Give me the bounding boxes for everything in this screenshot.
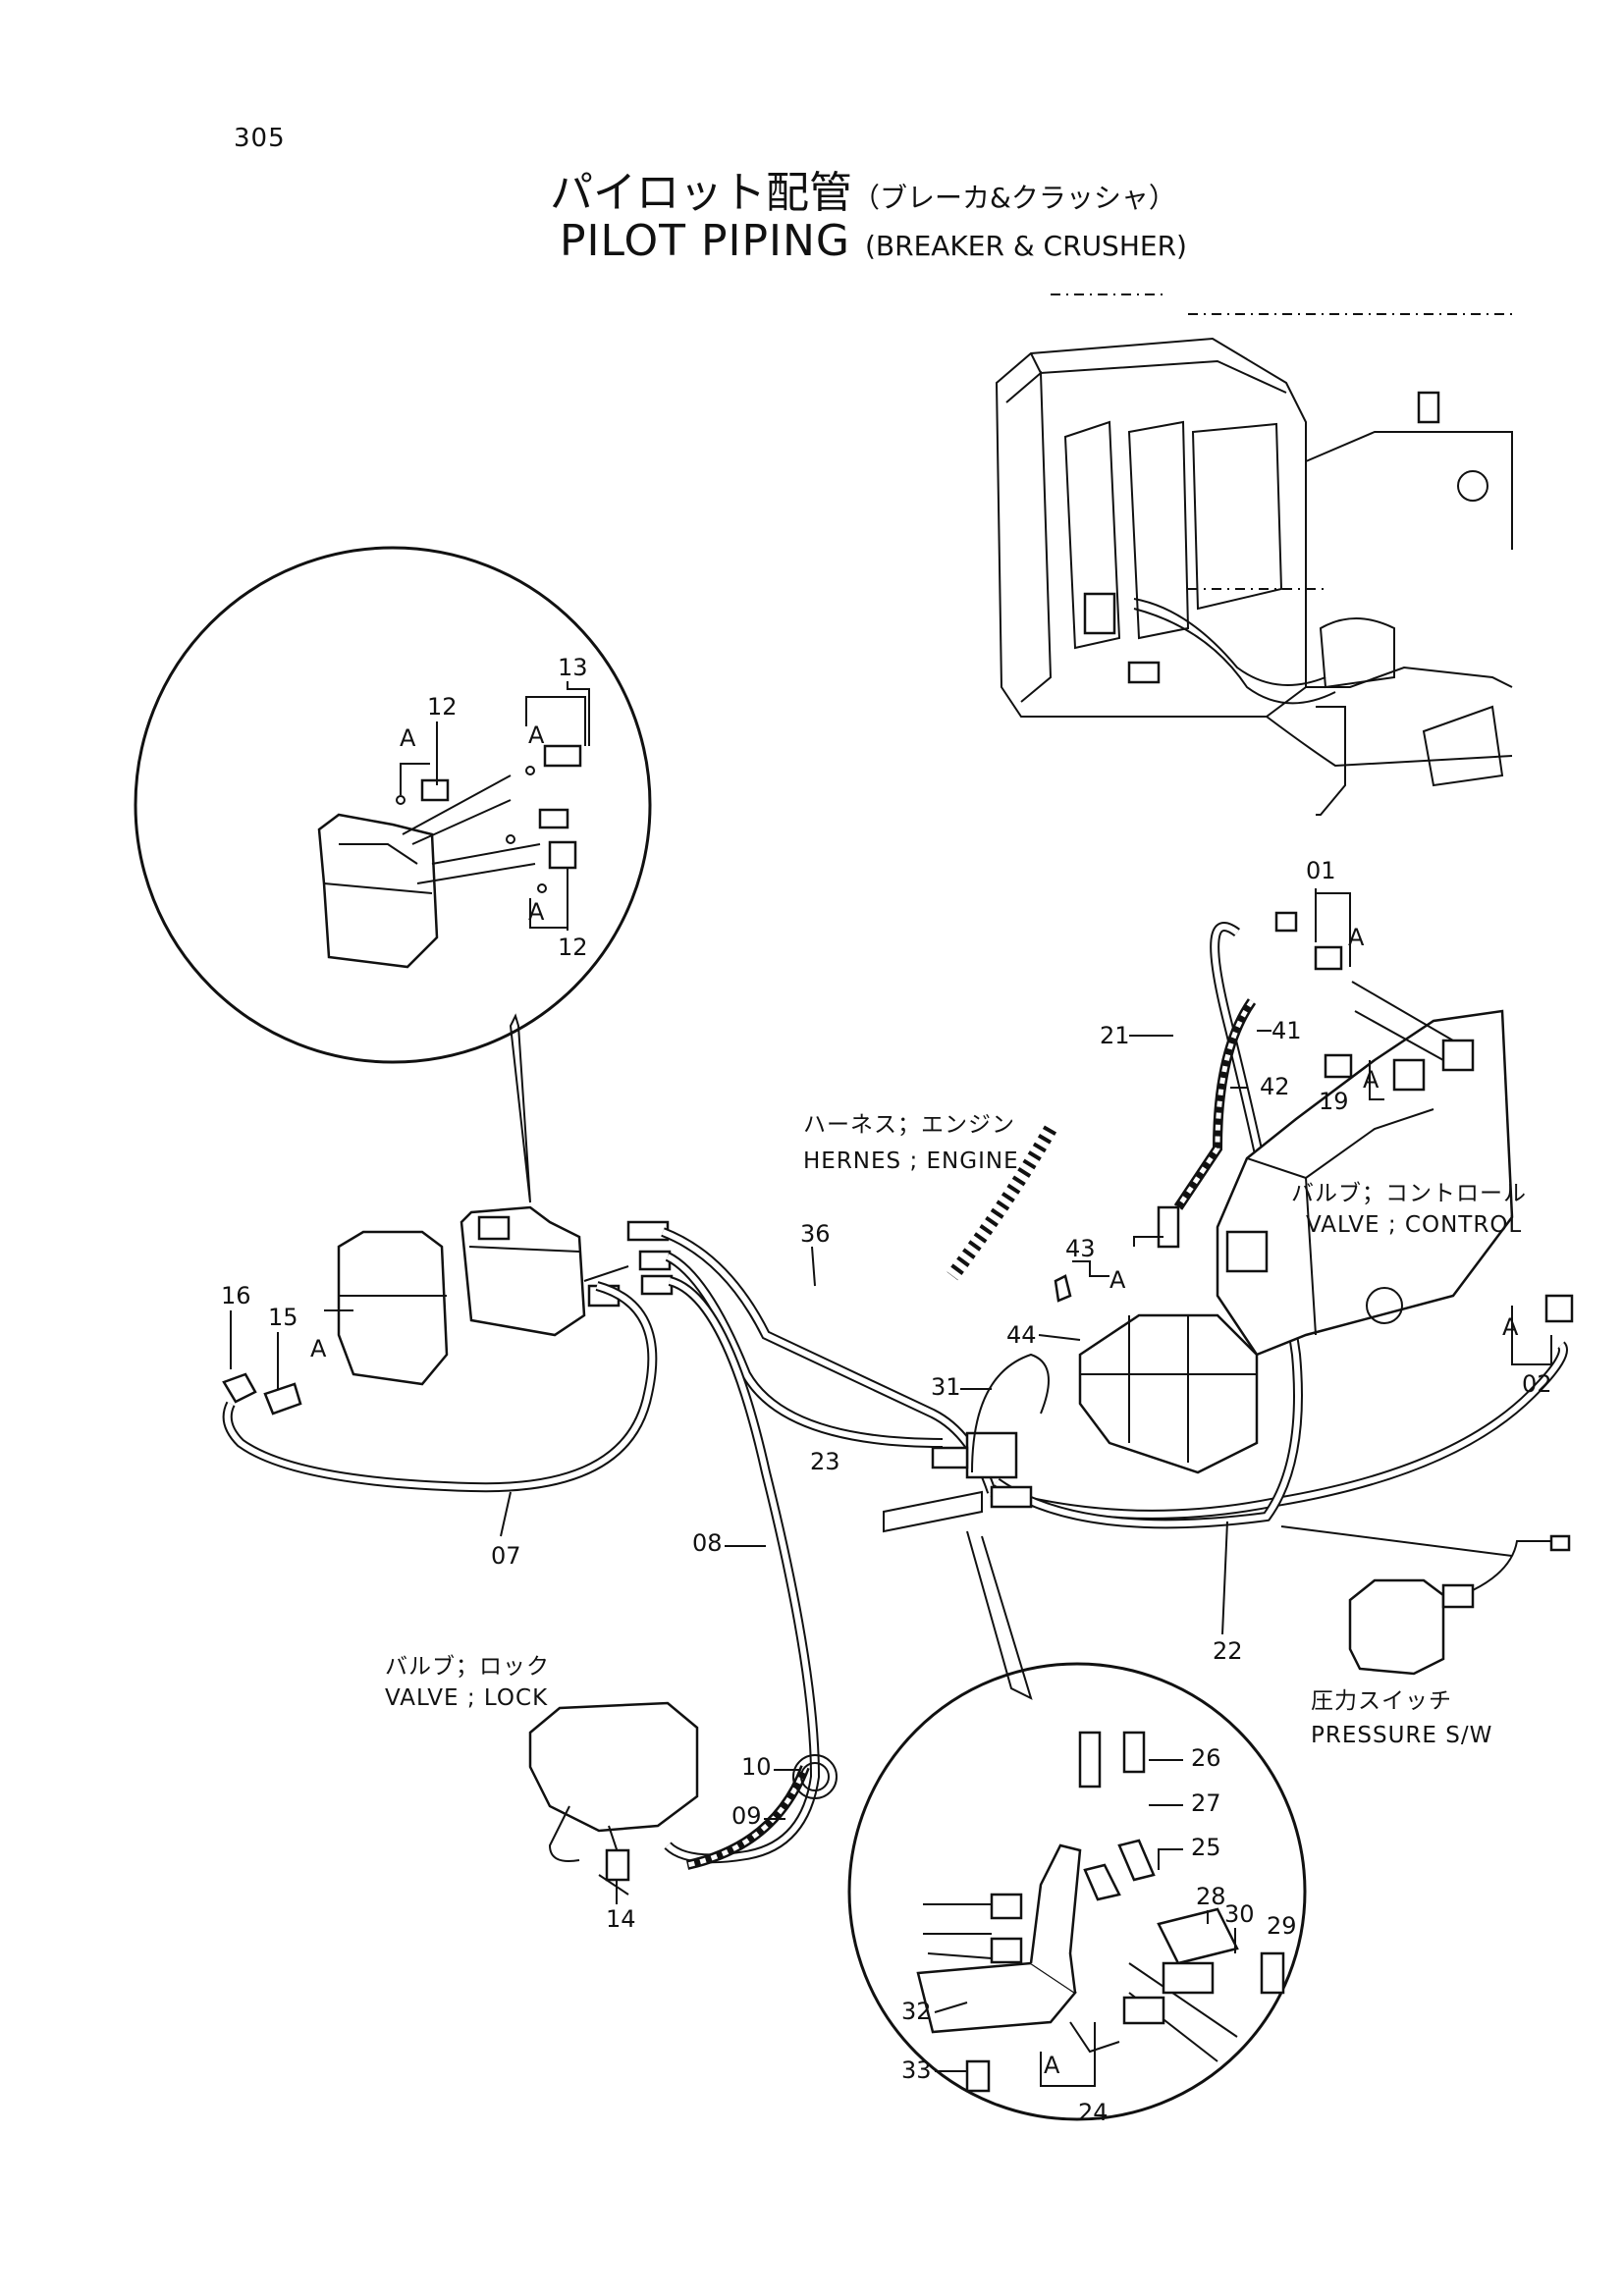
label-22: 22: [1213, 1637, 1243, 1665]
pilot-block-assembly: [460, 1205, 674, 1337]
valve-lock-label-en: VALVE ; LOCK: [385, 1685, 548, 1711]
mark-A-2: A: [528, 721, 545, 749]
label-19: 19: [1319, 1088, 1349, 1115]
label-26: 26: [1191, 1744, 1221, 1772]
label-32: 32: [901, 1998, 932, 2025]
mark-A-9: A: [1044, 2052, 1060, 2079]
title-english: PILOT PIPING (BREAKER & CRUSHER): [560, 216, 1187, 266]
label-44: 44: [1006, 1321, 1037, 1349]
label-31: 31: [931, 1373, 961, 1401]
pressure-switch: [1280, 1525, 1571, 1676]
label-24: 24: [1078, 2099, 1109, 2126]
excavator-cab-illustration: [995, 294, 1513, 816]
harness-label-jp: ハーネス；エンジン: [803, 1112, 1015, 1138]
leader-lines: [230, 681, 1317, 2072]
label-43: 43: [1065, 1235, 1096, 1262]
page-number: 305: [234, 124, 286, 153]
title-jp-main: パイロット配管: [550, 168, 852, 218]
label-01: 01: [1306, 857, 1336, 884]
mark-A-8: A: [310, 1335, 327, 1362]
label-09: 09: [731, 1802, 762, 1830]
mark-A-1: A: [400, 724, 416, 752]
valve-control-label-jp: バルブ；コントロール: [1291, 1181, 1527, 1206]
label-29: 29: [1267, 1912, 1297, 1940]
label-36: 36: [800, 1220, 831, 1248]
control-valve: [1216, 1009, 1514, 1357]
mark-A-6: A: [1109, 1266, 1126, 1294]
pressure-switch-label-en: PRESSURE S/W: [1311, 1723, 1492, 1748]
valve-device-left: [222, 1230, 449, 1415]
label-23: 23: [810, 1448, 840, 1475]
label-27: 27: [1191, 1789, 1221, 1817]
hose-09: [685, 1765, 810, 1870]
valve-lock-label-jp: バルブ；ロック: [385, 1654, 550, 1680]
title-en-sub: (BREAKER & CRUSHER): [864, 230, 1187, 262]
small-valve-44: [1054, 1274, 1259, 1474]
mark-A-3: A: [528, 898, 545, 926]
label-41: 41: [1271, 1017, 1302, 1044]
title-en-main: PILOT PIPING: [560, 216, 850, 266]
detail-circle-lower: [847, 1662, 1307, 2121]
harness-label-en: HERNES ; ENGINE: [803, 1148, 1019, 1174]
title-japanese: パイロット配管（ブレーカ&クラッシャ）: [550, 157, 1176, 220]
label-13: 13: [558, 654, 588, 681]
tee-block-31: [883, 1353, 1050, 1700]
valve-control-label-en: VALVE ; CONTROL: [1306, 1212, 1522, 1238]
label-33: 33: [901, 2056, 932, 2084]
fittings-top-right: [1133, 892, 1574, 1365]
mark-A-4: A: [1348, 924, 1365, 951]
label-21: 21: [1100, 1022, 1130, 1049]
label-12-bottom: 12: [558, 934, 588, 961]
label-25: 25: [1191, 1834, 1221, 1861]
mark-A-5: A: [1363, 1066, 1380, 1094]
valve-lock: [528, 1701, 838, 1896]
part-number-labels: 13 12 12 01 21 41 42 19 36 43 44 31 02 1…: [221, 654, 1552, 2126]
label-15: 15: [268, 1304, 298, 1331]
label-08: 08: [692, 1529, 723, 1557]
label-12-top: 12: [427, 693, 458, 721]
mark-A-7: A: [1502, 1313, 1519, 1341]
detail-A-marks: A A A A A A A A A: [310, 721, 1519, 2079]
label-28: 28: [1196, 1883, 1226, 1910]
pressure-switch-label-jp: 圧力スイッチ: [1311, 1688, 1452, 1714]
label-14: 14: [606, 1905, 636, 1933]
title-jp-sub: （ブレーカ&クラッシャ）: [852, 182, 1176, 214]
label-42: 42: [1260, 1073, 1290, 1100]
label-07: 07: [491, 1542, 521, 1570]
label-10: 10: [741, 1753, 772, 1781]
label-16: 16: [221, 1282, 251, 1309]
label-30: 30: [1224, 1900, 1255, 1928]
detail-circle-upper: [134, 546, 652, 1203]
callout-labels: ハーネス；エンジン HERNES ; ENGINE バルブ；コントロール VAL…: [385, 1112, 1527, 1748]
label-02: 02: [1522, 1370, 1552, 1398]
